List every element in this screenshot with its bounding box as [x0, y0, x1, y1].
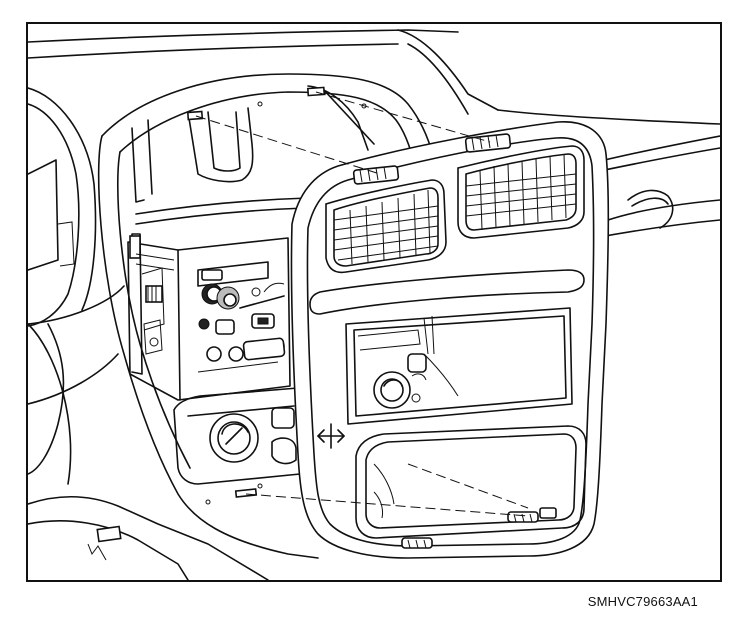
alignment-lines — [195, 91, 529, 517]
lower-clips — [401, 507, 557, 549]
arrow-icon — [317, 423, 345, 449]
figure-code: SMHVC79663AA1 — [587, 594, 698, 609]
heater-control — [173, 387, 301, 505]
figure-frame — [26, 22, 722, 582]
dashboard-diagram — [28, 29, 720, 580]
instrument-panel-bezel — [290, 121, 610, 559]
dash-opening — [97, 73, 441, 559]
radio-assembly — [127, 233, 291, 401]
window-heater-view — [357, 315, 459, 409]
